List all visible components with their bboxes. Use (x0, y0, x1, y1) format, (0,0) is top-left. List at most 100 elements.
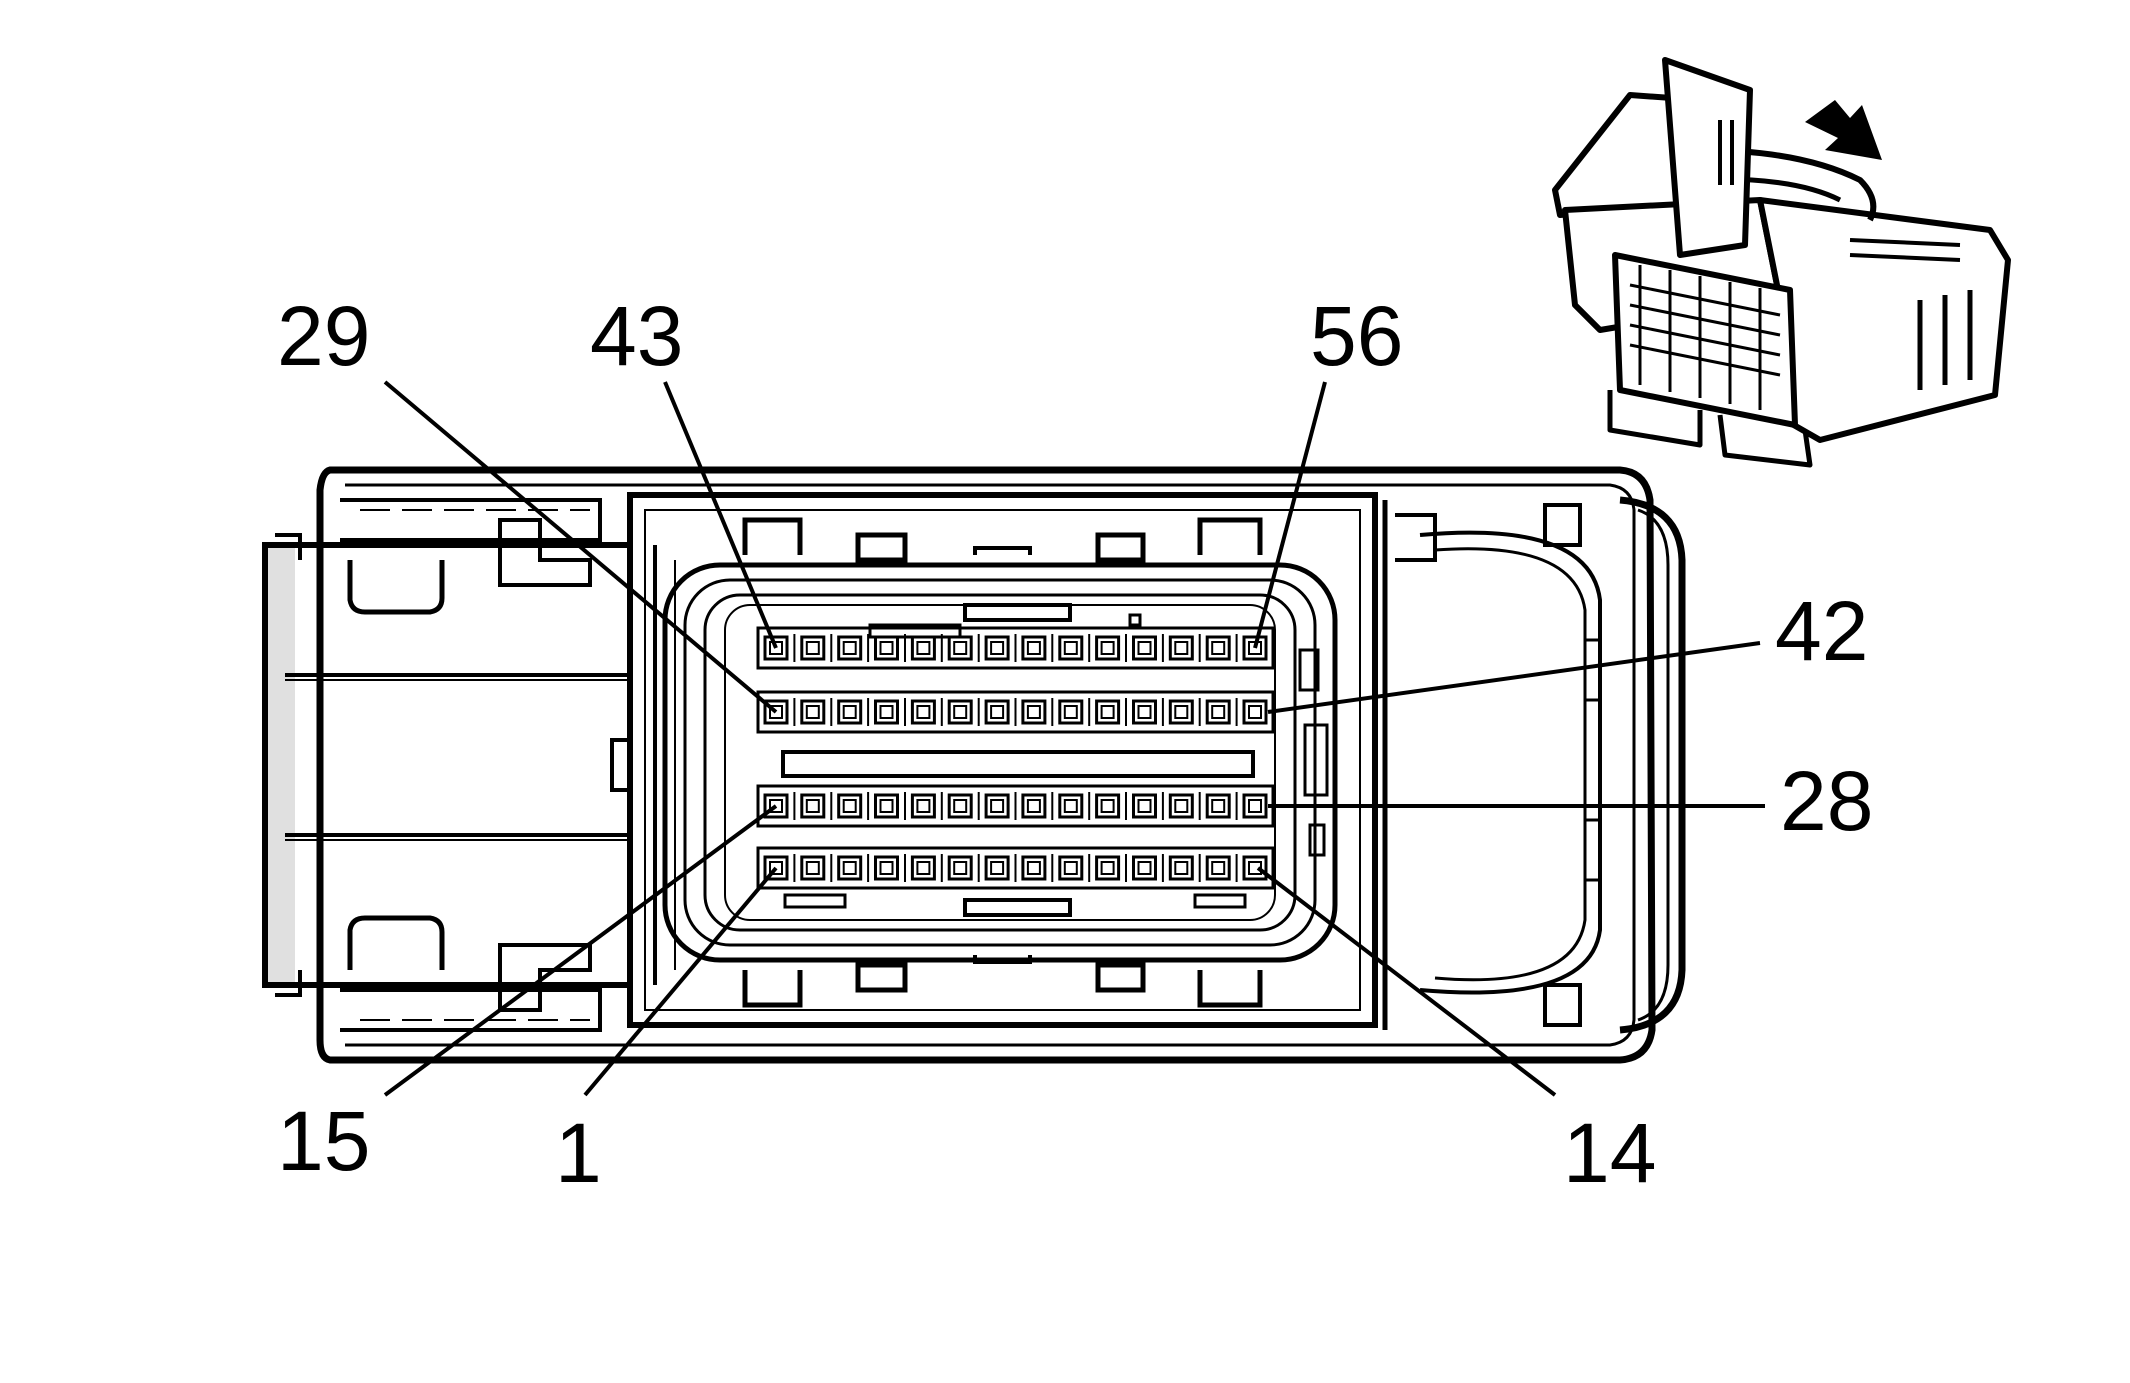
terminal-cavity (1205, 793, 1231, 819)
terminal-contact (1211, 705, 1226, 719)
pin-label-28: 28 (1780, 754, 1873, 848)
terminal-contact (1100, 641, 1115, 655)
terminal-contact (805, 799, 820, 813)
terminal-contact (879, 861, 894, 875)
terminal-cavity (1132, 793, 1157, 819)
pin-label-1: 1 (555, 1106, 602, 1200)
connector-perspective-icon (1552, 57, 2011, 468)
terminal-contact (1248, 705, 1262, 719)
terminal-contact (1211, 799, 1226, 813)
terminal-contact (1063, 861, 1078, 875)
terminal-contact (842, 861, 857, 875)
outer-housing (316, 466, 1656, 1064)
terminal-contact (1063, 799, 1078, 813)
terminal-cavity (1021, 635, 1047, 661)
terminal-cavity (910, 699, 936, 725)
terminal-cavity (984, 793, 1010, 819)
terminal-cavity (837, 793, 863, 819)
terminal-cavity (1058, 635, 1084, 661)
terminal-cavity (800, 699, 826, 725)
pin-label-56: 56 (1310, 289, 1403, 383)
terminal-cavity (837, 635, 863, 661)
terminal-contact (1137, 861, 1152, 875)
terminal-contact (1248, 799, 1262, 813)
terminal-cavity (837, 699, 863, 725)
terminal-cavity (910, 793, 936, 819)
terminal-cavity (1095, 699, 1121, 725)
terminal-contact (1174, 861, 1189, 875)
terminal-contact (990, 861, 1005, 875)
terminal-contact (953, 861, 968, 875)
terminal-contact (1026, 799, 1041, 813)
terminal-cavity (1168, 635, 1194, 661)
terminal-cavity (874, 793, 899, 819)
terminal-cavity (984, 635, 1010, 661)
terminal-contact (769, 705, 783, 719)
terminal-cavity (1095, 855, 1121, 881)
terminal-cavity (1021, 793, 1047, 819)
terminal-contact (990, 641, 1005, 655)
terminal-row-rail (756, 626, 1275, 670)
terminal-cavity (1132, 635, 1157, 661)
center-divider (781, 750, 1255, 778)
terminal-contact (879, 799, 894, 813)
terminal-cavity (1021, 855, 1047, 881)
terminal-contact (1100, 705, 1115, 719)
leader-lines (383, 380, 1765, 1097)
terminal-cavity (800, 635, 826, 661)
terminal-cavity (800, 855, 826, 881)
terminal-cavity (837, 855, 863, 881)
terminal-cavity (1242, 855, 1268, 881)
terminal-contact (916, 705, 931, 719)
terminal-contact (916, 861, 931, 875)
leader-56 (1253, 381, 1327, 649)
terminal-contact (769, 861, 783, 875)
terminal-cavity (1205, 699, 1231, 725)
leader-15 (383, 804, 778, 1097)
terminal-cavity (910, 855, 936, 881)
terminal-cavity (874, 699, 899, 725)
terminal-cavity (1168, 793, 1194, 819)
terminal-contact (769, 799, 783, 813)
terminal-cavity (1205, 855, 1231, 881)
terminal-cavity (1242, 699, 1268, 725)
terminal-contact (1100, 799, 1115, 813)
terminal-contact (842, 641, 857, 655)
terminal-contact (1026, 861, 1041, 875)
leader-43 (663, 381, 778, 649)
terminal-contact (1174, 799, 1189, 813)
terminal-contact (842, 705, 857, 719)
terminal-row-rail (756, 846, 1275, 890)
pin-number-labels: 29 43 56 42 28 15 1 14 (277, 289, 1873, 1200)
terminal-contact (1211, 641, 1226, 655)
arrow-down-right-icon (1805, 100, 1882, 160)
terminal-contact (990, 705, 1005, 719)
terminal-cavity (1095, 793, 1121, 819)
terminal-cavity (1058, 699, 1084, 725)
terminal-cavity (1058, 855, 1084, 881)
terminal-cavity (947, 699, 973, 725)
terminal-cavity (947, 855, 973, 881)
terminal-cavities (756, 626, 1275, 890)
pin-label-42: 42 (1775, 584, 1868, 678)
terminal-cavity (1132, 855, 1157, 881)
terminal-contact (916, 641, 931, 655)
terminal-contact (805, 861, 820, 875)
terminal-cavity (1058, 793, 1084, 819)
terminal-contact (805, 641, 820, 655)
terminal-cavity (800, 793, 826, 819)
terminal-cavity (910, 635, 936, 661)
terminal-cavity (947, 635, 973, 661)
terminal-cavity (1132, 699, 1157, 725)
terminal-cavity (1242, 793, 1268, 819)
terminal-cavity (984, 699, 1010, 725)
terminal-contact (1174, 705, 1189, 719)
terminal-cavity (1168, 855, 1194, 881)
terminal-contact (953, 641, 968, 655)
terminal-contact (1063, 641, 1078, 655)
terminal-cavity (1168, 699, 1194, 725)
terminal-contact (953, 705, 968, 719)
pin-label-15: 15 (277, 1094, 370, 1188)
terminal-cavity (947, 793, 973, 819)
